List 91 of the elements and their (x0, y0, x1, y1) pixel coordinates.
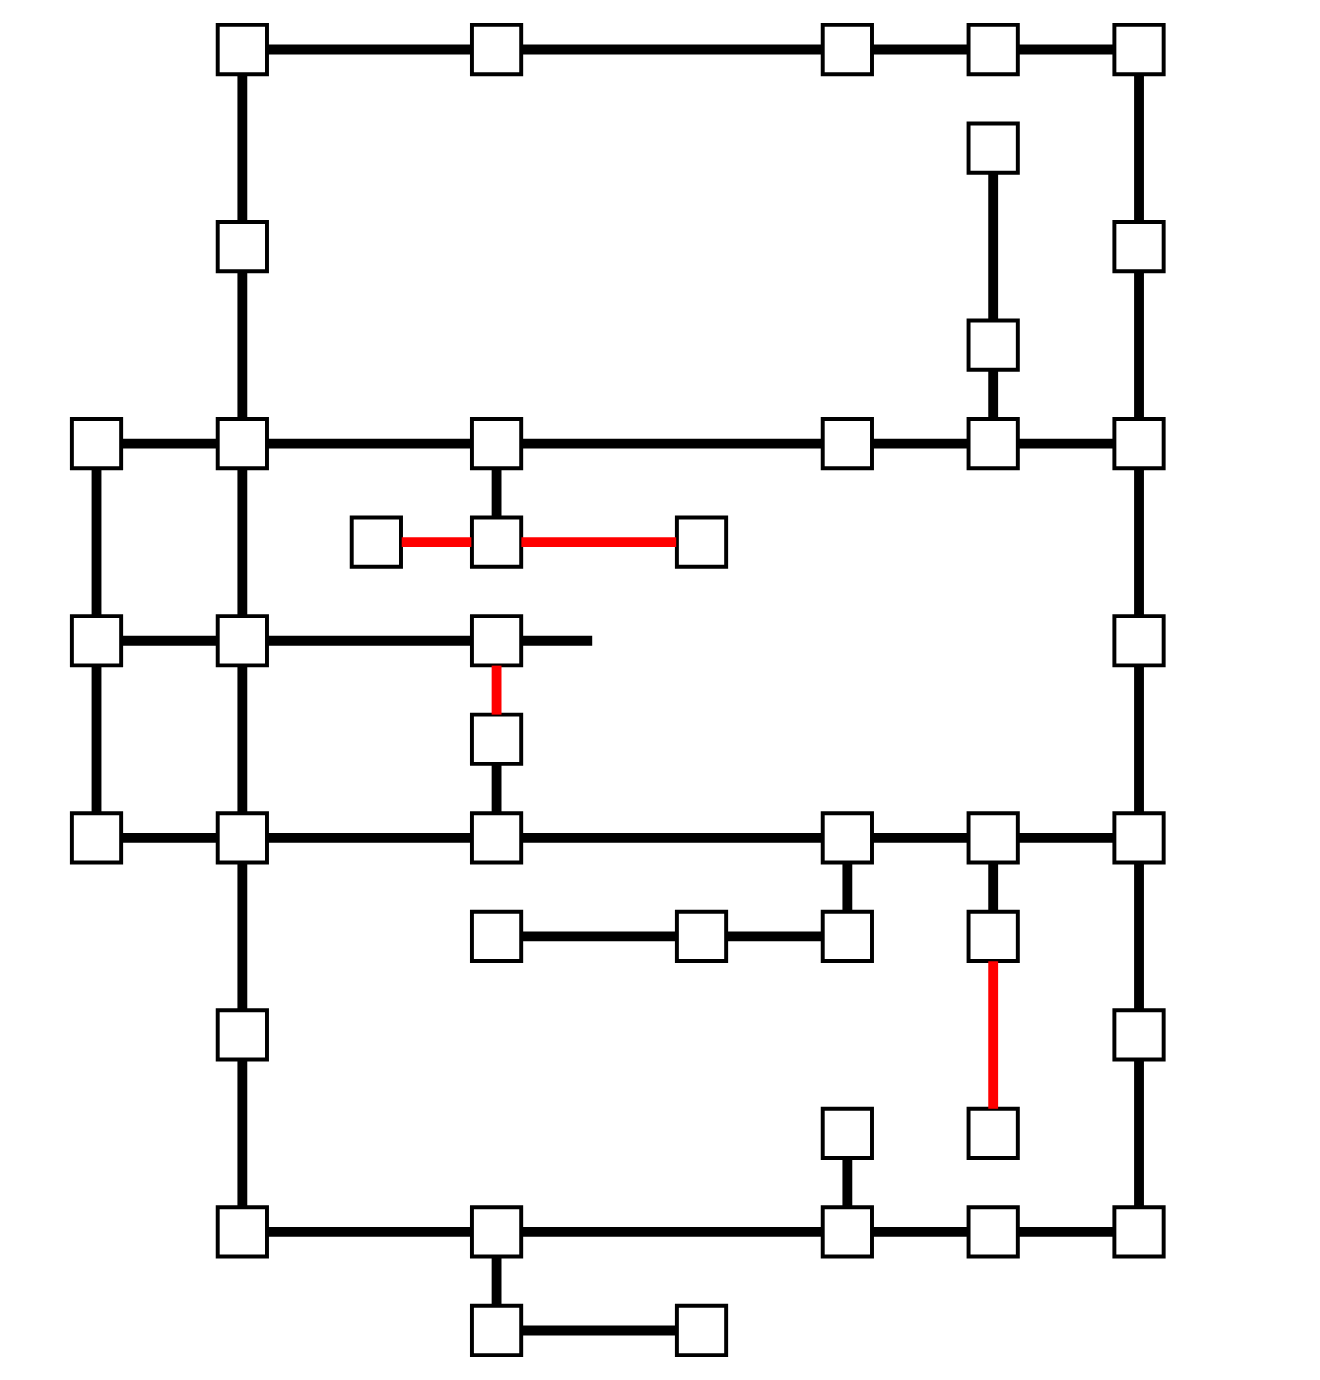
node-box (469, 811, 524, 865)
node-box (215, 417, 269, 471)
connector (491, 1256, 502, 1306)
connector (1018, 438, 1114, 449)
connector (842, 862, 853, 912)
connector (988, 862, 999, 912)
connector (1134, 271, 1144, 419)
node-box (820, 811, 874, 865)
node-box (1112, 22, 1166, 77)
node-box (215, 1205, 269, 1259)
connector (1134, 1059, 1144, 1208)
node-box (469, 1303, 524, 1358)
node-box (820, 909, 874, 963)
connector (121, 832, 217, 843)
node-box (69, 811, 124, 865)
node-box (966, 811, 1020, 865)
node-box (469, 22, 524, 77)
node-box (215, 614, 269, 668)
node-box (1112, 220, 1166, 274)
connector (1018, 44, 1114, 55)
node-box (674, 1303, 729, 1358)
connector (521, 832, 823, 843)
connector (1018, 832, 1114, 843)
connector (91, 665, 102, 814)
connector (237, 74, 248, 222)
connector (988, 173, 999, 321)
connector (491, 764, 502, 814)
node-box (215, 220, 269, 274)
node-box (469, 712, 524, 766)
node-box (215, 22, 269, 77)
connector (267, 1227, 472, 1237)
connector (521, 1227, 823, 1237)
node-box (1112, 614, 1166, 668)
node-box (966, 909, 1020, 963)
node-box (469, 417, 524, 471)
connector (521, 537, 677, 548)
connector (988, 961, 999, 1109)
connector (1018, 1227, 1114, 1237)
node-box (69, 614, 124, 668)
connector (872, 44, 968, 55)
connector (521, 931, 677, 942)
node-box (1112, 417, 1166, 471)
connector (267, 44, 472, 55)
node-box (349, 515, 403, 569)
connector (521, 1325, 677, 1336)
connector (872, 832, 968, 843)
connector (872, 1227, 968, 1237)
connector (1134, 862, 1144, 1011)
connector (1134, 468, 1144, 616)
connector (842, 1158, 853, 1208)
connector (237, 665, 248, 814)
connector (401, 537, 472, 548)
node-box (469, 1205, 524, 1259)
node-box (966, 1106, 1020, 1160)
connector (726, 931, 822, 942)
node-box (674, 909, 729, 963)
connector (237, 1059, 248, 1208)
node-box (820, 1205, 874, 1259)
connector (91, 468, 102, 616)
node-box (215, 1008, 269, 1062)
node-box (820, 417, 874, 471)
node-box (966, 318, 1020, 372)
connector (237, 271, 248, 419)
node-box (469, 909, 524, 963)
connector (237, 862, 248, 1011)
connector (267, 832, 472, 843)
connector (121, 438, 217, 449)
connector (872, 438, 968, 449)
node-box (966, 22, 1020, 77)
node-box (966, 1205, 1020, 1259)
node-box (820, 1106, 874, 1160)
node-box (215, 811, 269, 865)
node-box (820, 22, 874, 77)
node-box (1112, 811, 1166, 865)
connector (1134, 665, 1144, 814)
node-box (69, 417, 124, 471)
node-box (966, 417, 1020, 471)
connector (267, 438, 472, 449)
node-box (674, 515, 729, 569)
connector (491, 665, 502, 715)
connector (491, 468, 502, 518)
connector (988, 370, 999, 419)
connector (237, 468, 248, 616)
connector (521, 438, 823, 449)
node-box (469, 515, 524, 569)
node-box (1112, 1205, 1166, 1259)
connector (1134, 74, 1144, 222)
node-box (469, 614, 524, 668)
node-box (1112, 1008, 1166, 1062)
connector (521, 44, 823, 55)
node-box (966, 121, 1020, 175)
